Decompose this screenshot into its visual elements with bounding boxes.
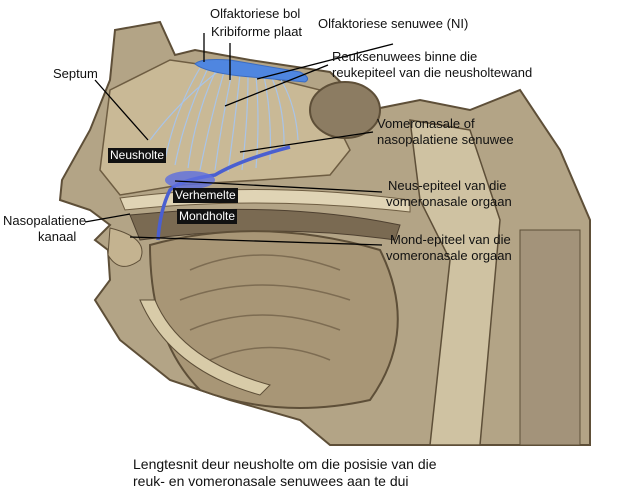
cervical-spine	[519, 229, 581, 446]
tongue-fibers	[179, 254, 351, 361]
label-oral-epithelium-line1: Mond-epiteel van die	[390, 232, 511, 247]
label-olfactory-nerves-line1: Reuksenuwees binne die	[332, 49, 478, 64]
label-nasopalatine-canal-line2: kanaal	[38, 229, 77, 244]
label-olfactory-nerve: Olfaktoriese senuwee (NI)	[318, 16, 469, 31]
label-cribriform-plate: Kribiforme plaat	[211, 24, 303, 39]
region-label-nasal-cavity: Neusholte	[108, 148, 167, 163]
figure-caption: Lengtesnit deur neusholte om die posisie…	[133, 456, 437, 490]
jaw-bone	[139, 299, 271, 396]
sphenoid-sinus	[309, 81, 381, 139]
label-nasal-epithelium-line2: vomeronasale orgaan	[386, 194, 512, 209]
label-nasopalatine-canal-line1: Nasopalatiene	[3, 213, 87, 228]
caption-line-1: Lengtesnit deur neusholte om die posisie…	[133, 456, 437, 472]
label-vomeronasal-nerve-line2: nasopalatiene senuwee	[377, 132, 514, 147]
region-label-palate: Verhemelte	[173, 188, 238, 203]
caption-line-2: reuk- en vomeronasale senuwees aan te du…	[133, 473, 409, 489]
olfactory-bulb-shape	[194, 59, 309, 83]
region-label-oral-cavity: Mondholte	[177, 209, 238, 224]
label-oral-epithelium-line2: vomeronasale orgaan	[386, 248, 512, 263]
label-nasal-epithelium-line1: Neus-epiteel van die	[388, 178, 507, 193]
leader-lines	[84, 33, 394, 246]
vomeronasal-organ	[165, 171, 215, 189]
label-septum: Septum	[53, 66, 98, 81]
label-olfactory-nerves-line2: reukepiteel van die neusholtewand	[332, 65, 533, 80]
pharynx	[409, 119, 501, 446]
label-vomeronasal-nerve-line1: Vomeronasale of	[377, 116, 475, 131]
label-olfactory-bulb: Olfaktoriese bol	[210, 6, 301, 21]
